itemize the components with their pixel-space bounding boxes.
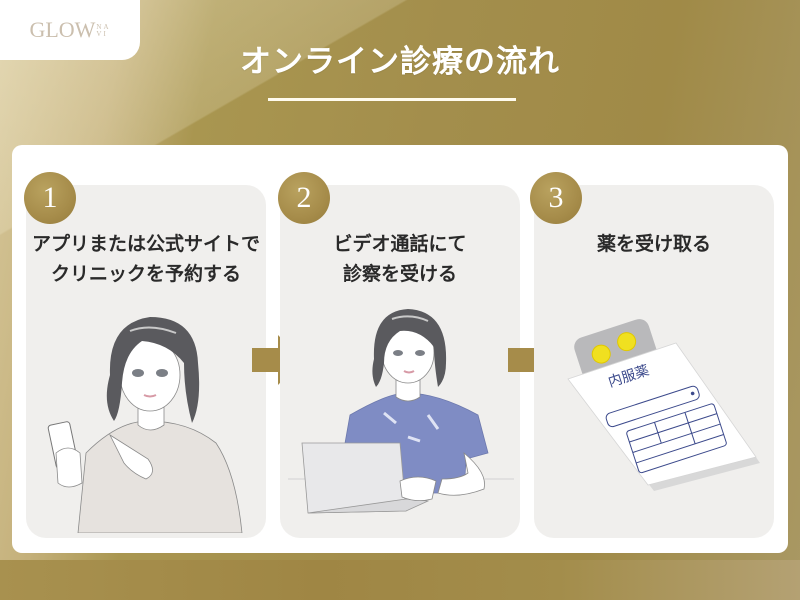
brand-logo: GLOW NA VI [29, 17, 110, 43]
step-3-title: 薬を受け取る [534, 229, 774, 259]
step-card-1: アプリまたは公式サイトで クリニックを予約する [26, 185, 266, 538]
medicine-envelope-illustration: 内服薬 [567, 319, 760, 491]
step-2-badge: 2 [278, 172, 330, 224]
step-2-title: ビデオ通話にて 診察を受ける [280, 229, 520, 289]
logo-sub-top: NA [96, 23, 111, 31]
step-1-badge: 1 [24, 172, 76, 224]
title-underline [268, 98, 516, 101]
page-title: オンライン診療の流れ [240, 44, 560, 80]
step-1-title-line2: クリニックを予約する [50, 263, 241, 285]
woman-smartphone-illustration [47, 317, 243, 533]
step-card-2: ビデオ通話にて 診察を受ける [280, 185, 520, 538]
step-1-title: アプリまたは公式サイトで クリニックを予約する [26, 229, 266, 289]
step-3-badge: 3 [530, 172, 582, 224]
step-2-title-line2: 診察を受ける [342, 263, 457, 285]
logo-sub-bottom: VI [96, 30, 108, 38]
step-1-title-line1: アプリまたは公式サイトで [31, 233, 260, 255]
step-3-title-line1: 薬を受け取る [596, 233, 711, 255]
background-bottom-band [0, 560, 800, 600]
logo-main-text: GLOW [29, 17, 96, 42]
flow-panel: アプリまたは公式サイトで クリニックを予約する 1 [12, 145, 788, 553]
logo-sub-text: NA VI [96, 24, 110, 38]
woman-laptop-illustration [288, 309, 514, 514]
step-2-title-line1: ビデオ通話にて [333, 233, 467, 255]
logo-tab[interactable]: GLOW NA VI [0, 0, 140, 60]
step-card-3: 薬を受け取る 内服薬 [534, 185, 774, 538]
